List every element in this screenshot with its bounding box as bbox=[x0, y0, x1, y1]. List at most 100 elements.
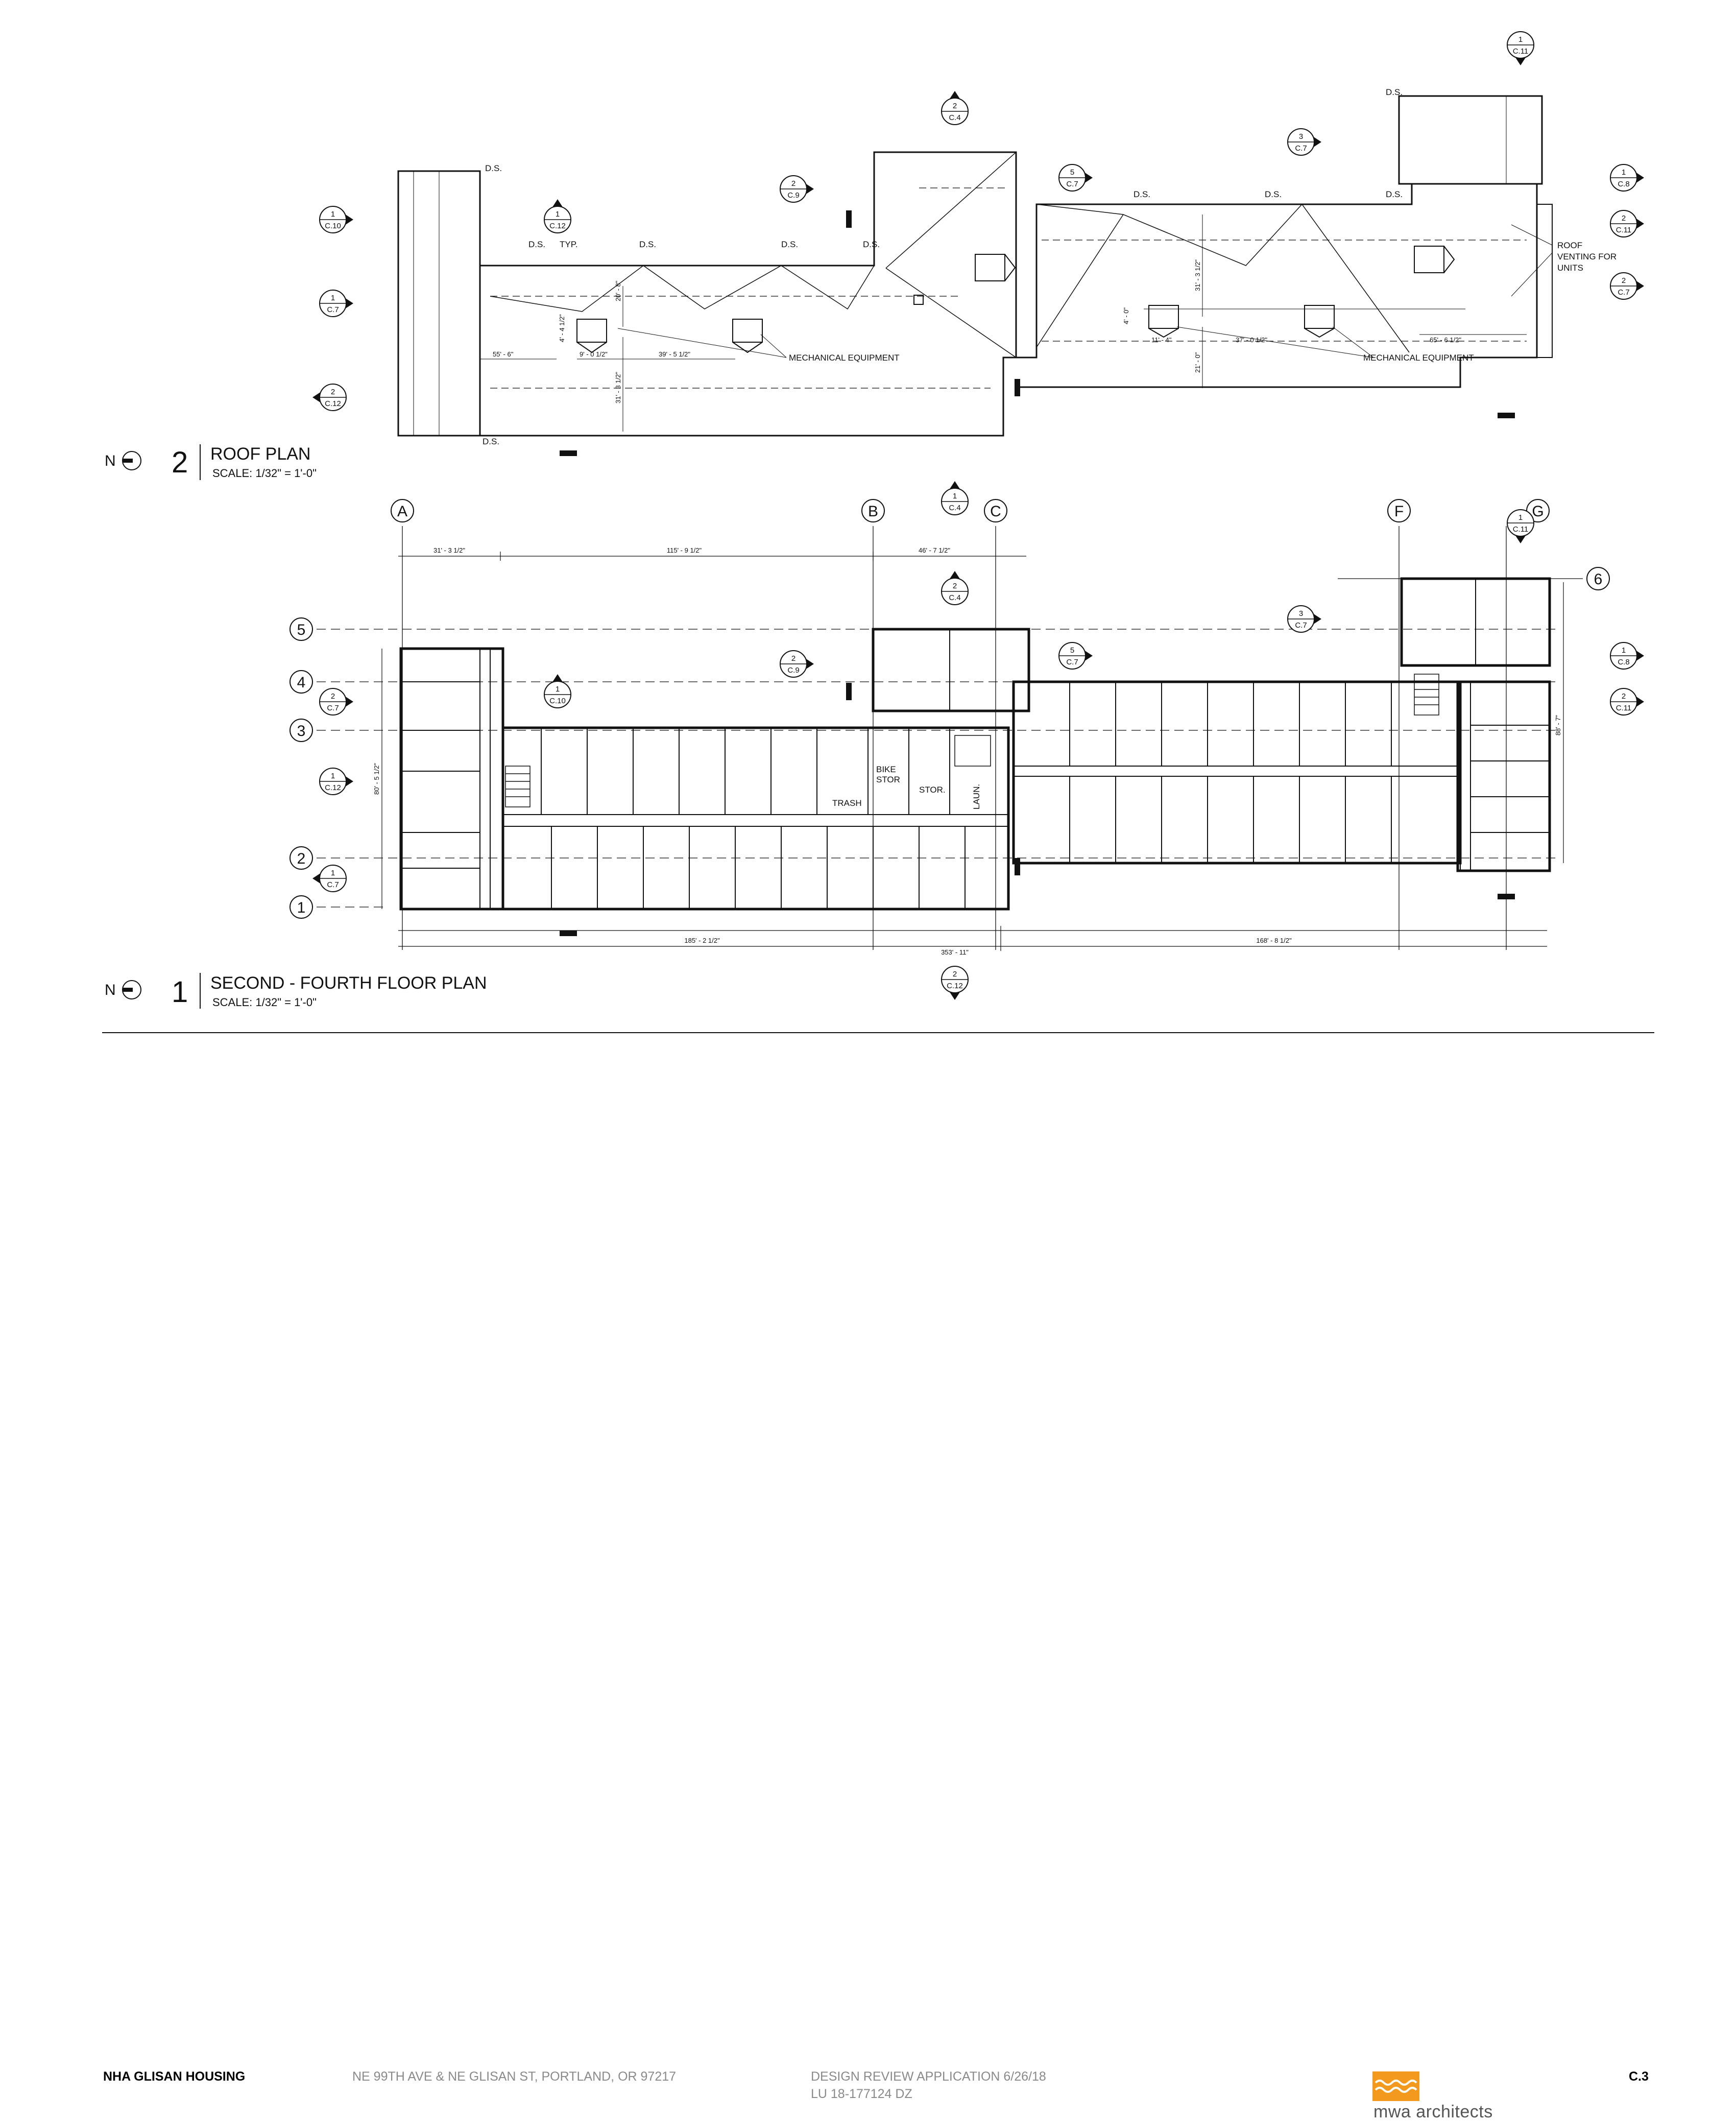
section-marker-number: 2 bbox=[331, 692, 335, 701]
room-label-bike-storage: STOR bbox=[876, 775, 900, 784]
grid-bubble-a: A bbox=[391, 499, 414, 522]
dimension-label: 4' - 0" bbox=[1122, 307, 1130, 324]
downspout-label: D.S. bbox=[1134, 189, 1150, 199]
roof-plan-drawing bbox=[397, 95, 1553, 456]
section-marker-number: 1 bbox=[953, 492, 957, 500]
section-marker-number: 3 bbox=[1299, 609, 1303, 618]
section-marker: 1C.7 bbox=[312, 865, 347, 892]
firm-name: mwa architects bbox=[1373, 2102, 1493, 2121]
section-marker-sheet: C.11 bbox=[1513, 47, 1529, 56]
section-marker-sheet: C.7 bbox=[327, 305, 339, 314]
section-marker: 2C.4 bbox=[941, 571, 969, 605]
section-marker-sheet: C.8 bbox=[1618, 180, 1629, 188]
section-marker: 5C.7 bbox=[1058, 642, 1093, 670]
section-marker-sheet: C.4 bbox=[949, 593, 960, 602]
room-label-laundry: LAUN. bbox=[972, 784, 981, 809]
roof-plan-labels: D.S. D.S. TYP. D.S. D.S. D.S. D.S. D.S. … bbox=[483, 87, 1617, 446]
svg-text:B: B bbox=[868, 503, 878, 520]
roof-plan-scale: SCALE: 1/32" = 1'-0" bbox=[212, 467, 317, 480]
north-arrow-label: N bbox=[105, 982, 116, 998]
section-marker-sheet: C.9 bbox=[787, 666, 799, 675]
section-marker-sheet: C.12 bbox=[549, 222, 566, 230]
dimension-label: 88' - 7" bbox=[1554, 714, 1562, 735]
section-marker-number: 2 bbox=[791, 179, 795, 188]
svg-text:F: F bbox=[1394, 503, 1404, 520]
section-marker-sheet: C.7 bbox=[1295, 144, 1307, 153]
section-marker: 1C.7 bbox=[319, 290, 353, 317]
section-marker-sheet: C.4 bbox=[949, 113, 960, 122]
section-marker: 2C.4 bbox=[941, 91, 969, 125]
dimension-label: 11' - 4" bbox=[1151, 336, 1172, 344]
section-marker-number: 5 bbox=[1070, 646, 1074, 655]
section-marker-number: 3 bbox=[1299, 132, 1303, 141]
grid-bubbles: A B C F G 5 4 3 2 1 6 bbox=[290, 499, 1610, 919]
svg-text:5: 5 bbox=[297, 622, 306, 638]
review-application: DESIGN REVIEW APPLICATION 6/26/18 bbox=[811, 2069, 1046, 2084]
dimension-label: 46' - 7 1/2" bbox=[919, 546, 950, 554]
section-marker-sheet: C.11 bbox=[1513, 525, 1529, 534]
section-marker-number: 1 bbox=[1518, 35, 1523, 44]
section-marker-sheet: C.10 bbox=[549, 697, 566, 705]
section-marker-sheet: C.12 bbox=[947, 982, 963, 990]
downspout-label: D.S. bbox=[639, 240, 656, 249]
section-marker-sheet: C.11 bbox=[1616, 704, 1632, 712]
grid-bubble-1: 1 bbox=[290, 895, 313, 919]
section-marker-sheet: C.7 bbox=[327, 704, 339, 712]
floor-plan-title: SECOND - FOURTH FLOOR PLAN bbox=[210, 973, 487, 993]
north-arrow-icon bbox=[123, 988, 133, 992]
section-marker: 2C.9 bbox=[780, 175, 814, 203]
dimension-label: 39' - 5 1/2" bbox=[659, 350, 690, 358]
dimension-label: 31' - 3 1/2" bbox=[614, 372, 622, 403]
section-marker-number: 1 bbox=[556, 685, 560, 694]
dimension-label: 4' - 4 1/2" bbox=[558, 314, 566, 342]
section-marker: 3C.7 bbox=[1287, 128, 1321, 156]
floor-plan-dimensions: 31' - 3 1/2" 115' - 9 1/2" 46' - 7 1/2" … bbox=[373, 546, 1562, 956]
downspout-label: D.S. bbox=[485, 163, 502, 173]
dimension-label: 31' - 3 1/2" bbox=[433, 546, 465, 554]
section-marker-number: 1 bbox=[1622, 168, 1626, 177]
section-marker: 2C.11 bbox=[1610, 210, 1644, 237]
svg-text:G: G bbox=[1532, 503, 1544, 520]
dimension-label: 21' - 0" bbox=[1194, 352, 1201, 373]
north-arrow-icon bbox=[123, 459, 133, 463]
section-marker-number: 1 bbox=[331, 210, 335, 219]
section-marker-number: 5 bbox=[1070, 168, 1074, 177]
section-marker: 2C.12 bbox=[312, 384, 347, 411]
section-marker-sheet: C.8 bbox=[1618, 658, 1629, 666]
floor-plan-drawing bbox=[317, 526, 1583, 951]
section-marker-number: 1 bbox=[331, 294, 335, 302]
dimension-label: 80' - 5 1/2" bbox=[373, 763, 380, 795]
section-marker-sheet: C.4 bbox=[949, 504, 960, 512]
grid-bubble-f: F bbox=[1387, 499, 1411, 522]
section-marker-number: 2 bbox=[953, 970, 957, 979]
grid-bubble-6: 6 bbox=[1586, 567, 1610, 590]
section-marker-number: 2 bbox=[953, 582, 957, 590]
downspout-label: D.S. bbox=[1265, 189, 1282, 199]
section-marker-number: 2 bbox=[331, 388, 335, 396]
section-marker-number: 1 bbox=[1518, 513, 1523, 522]
svg-text:1: 1 bbox=[297, 899, 306, 916]
section-marker: 2C.12 bbox=[941, 966, 969, 1000]
section-marker: 1C.8 bbox=[1610, 164, 1644, 192]
room-label-trash: TRASH bbox=[832, 798, 862, 808]
roof-venting-label-line2: VENTING FOR bbox=[1557, 252, 1617, 261]
dimension-label: 20' - 8" bbox=[614, 280, 622, 301]
section-marker: 1C.11 bbox=[1507, 31, 1534, 65]
section-marker-number: 1 bbox=[331, 869, 335, 877]
dimension-label: 55' - 6" bbox=[493, 350, 514, 358]
downspout-label: D.S. bbox=[1386, 189, 1403, 199]
section-marker: 1C.11 bbox=[1507, 509, 1534, 543]
section-marker: 1C.8 bbox=[1610, 642, 1644, 670]
section-marker-number: 2 bbox=[791, 654, 795, 663]
section-marker-number: 1 bbox=[556, 210, 560, 219]
downspout-label: D.S. bbox=[528, 240, 545, 249]
room-label-bike: BIKE bbox=[876, 765, 896, 774]
section-marker-number: 2 bbox=[953, 102, 957, 110]
dimension-label: 115' - 9 1/2" bbox=[667, 546, 702, 554]
room-label-storage: STOR. bbox=[919, 785, 946, 795]
svg-text:3: 3 bbox=[297, 723, 306, 740]
floor-plan-number: 1 bbox=[172, 975, 188, 1009]
section-marker: 2C.11 bbox=[1610, 688, 1644, 716]
mechanical-equipment-label: MECHANICAL EQUIPMENT bbox=[1363, 353, 1474, 363]
roof-plan-dimensions: 55' - 6" 9' - 0 1/2" 39' - 5 1/2" 4' - 4… bbox=[493, 259, 1461, 403]
